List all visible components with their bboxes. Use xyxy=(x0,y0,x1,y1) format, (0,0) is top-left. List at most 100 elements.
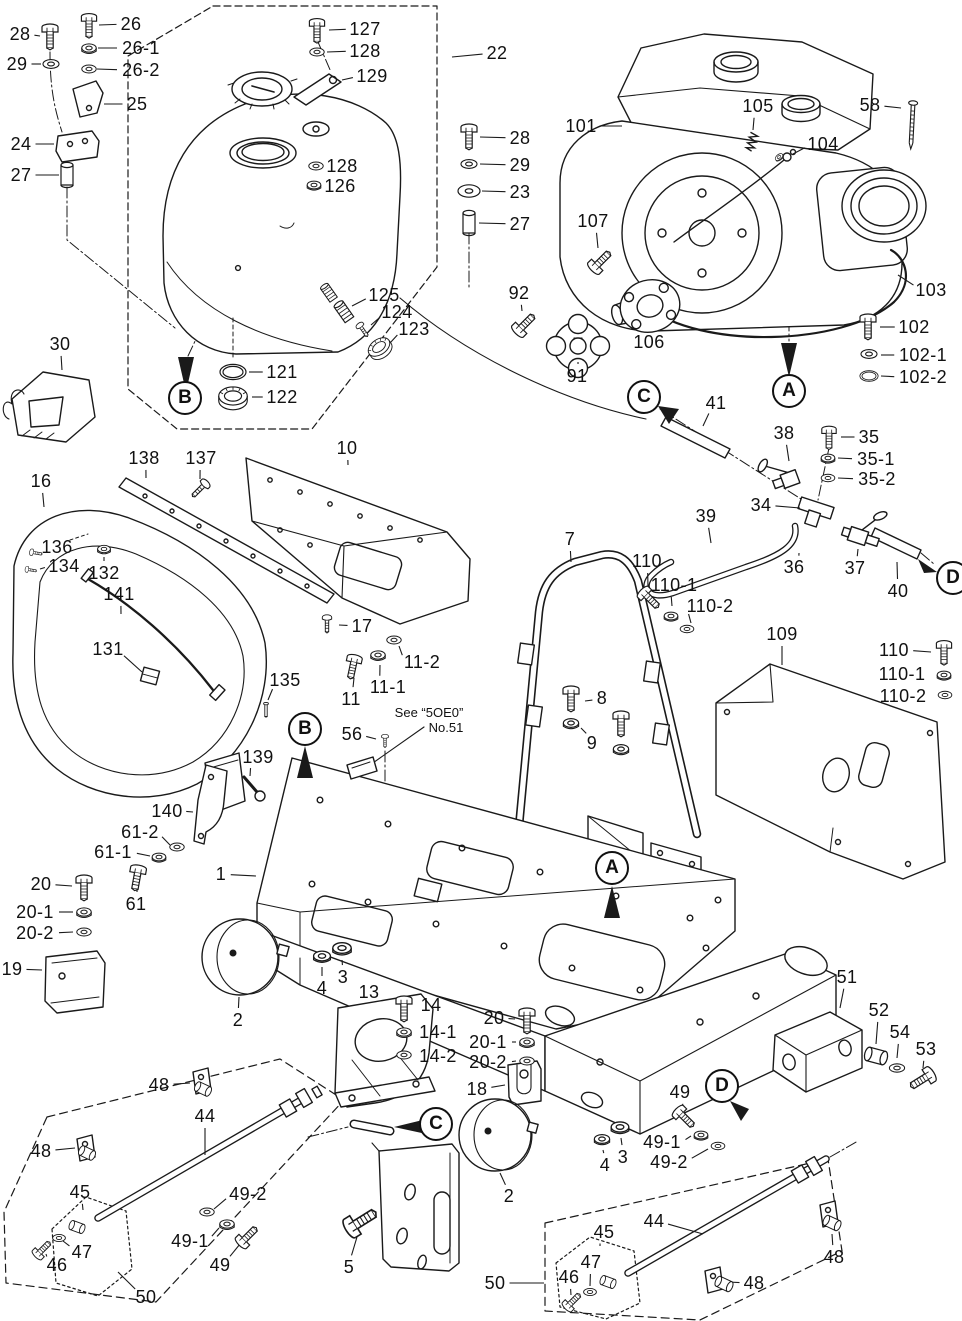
bolt-icon xyxy=(560,1289,585,1314)
bar-138 xyxy=(118,477,335,604)
bolt-icon xyxy=(821,425,837,450)
leader-23 xyxy=(481,190,506,193)
cover-109 xyxy=(715,663,946,880)
bolt-icon xyxy=(612,710,630,738)
leader-1 xyxy=(230,874,257,877)
part-label-128: 128 xyxy=(326,156,358,176)
leader-9 xyxy=(580,727,587,734)
damper-2-bottom xyxy=(458,1098,539,1172)
leader-139 xyxy=(249,768,252,777)
part-label-126: 126 xyxy=(324,176,356,196)
nut-icon xyxy=(593,1134,611,1146)
washer-icon xyxy=(937,690,953,700)
screw-icon xyxy=(381,733,389,748)
part-label-14-2: 14-2 xyxy=(419,1046,457,1066)
leader-2 xyxy=(499,1172,506,1186)
leader-7 xyxy=(569,550,572,563)
part-label-106: 106 xyxy=(633,332,665,352)
leader-40 xyxy=(896,561,899,580)
dashed-box-bottom-left xyxy=(3,1058,345,1303)
part-label-110-1: 110-1 xyxy=(650,575,698,595)
part-label-27: 27 xyxy=(10,165,32,185)
bolt-icon xyxy=(859,313,877,341)
see-note-plate xyxy=(346,726,425,780)
part-label-49: 49 xyxy=(209,1255,231,1275)
leader-61-1 xyxy=(136,852,151,857)
leader-51 xyxy=(839,988,845,1009)
part-label-48: 48 xyxy=(743,1273,765,1293)
part-label-26-1: 26-1 xyxy=(122,38,160,58)
part-label-103: 103 xyxy=(915,280,947,300)
part-label-131: 131 xyxy=(92,639,124,659)
part-label-35-1: 35-1 xyxy=(857,449,895,469)
part-label-36: 36 xyxy=(783,557,805,577)
part-label-20: 20 xyxy=(30,874,52,894)
part-label-7: 7 xyxy=(564,529,576,549)
leader-18 xyxy=(491,1084,506,1088)
washer-icon xyxy=(710,1141,726,1151)
part-label-18: 18 xyxy=(466,1079,488,1099)
leader-26 xyxy=(98,23,117,26)
washer-icon xyxy=(169,842,185,852)
part-label-19: 19 xyxy=(1,959,23,979)
washer-icon xyxy=(860,349,878,359)
nut-icon xyxy=(312,950,332,963)
washer-icon xyxy=(386,635,402,645)
part-label-50: 50 xyxy=(484,1273,506,1293)
nut-icon xyxy=(76,907,92,918)
leader-110 xyxy=(913,650,932,653)
part-label-137: 137 xyxy=(185,448,217,468)
part-label-11-1: 11-1 xyxy=(369,677,407,697)
part-label-20-2: 20-2 xyxy=(16,923,54,943)
bolt-icon xyxy=(935,640,953,666)
part-label-61: 61 xyxy=(125,894,147,914)
leader-123 xyxy=(389,334,398,344)
part-label-49-2: 49-2 xyxy=(229,1184,267,1204)
leader-135 xyxy=(267,688,274,701)
washer-icon xyxy=(309,47,325,57)
part-label-129: 129 xyxy=(356,66,388,86)
part-label-3: 3 xyxy=(337,967,349,987)
cap-icon xyxy=(364,333,396,364)
leader-30 xyxy=(60,355,63,371)
coupling-91 xyxy=(545,313,611,379)
part-label-16: 16 xyxy=(30,471,52,491)
part-label-20-2: 20-2 xyxy=(469,1052,507,1072)
leader-50 xyxy=(117,1271,136,1290)
leader-2 xyxy=(237,996,240,1009)
part-label-41: 41 xyxy=(705,393,727,413)
part-label-29: 29 xyxy=(509,155,531,175)
bolt-icon xyxy=(75,874,93,902)
part-label-102-1: 102-1 xyxy=(898,345,948,365)
bush-icon xyxy=(598,1274,618,1290)
bigwasher-icon xyxy=(457,184,481,198)
nut-icon xyxy=(519,1037,535,1048)
part-label-47: 47 xyxy=(580,1252,602,1272)
part-label-102-2: 102-2 xyxy=(898,367,948,387)
leader-48 xyxy=(173,1082,191,1085)
leader-58 xyxy=(884,105,902,109)
leader-37 xyxy=(856,548,859,557)
part-label-105: 105 xyxy=(742,96,774,116)
leader-8 xyxy=(584,699,593,702)
part-label-48: 48 xyxy=(148,1075,170,1095)
part-label-25: 25 xyxy=(126,94,148,114)
leader-102-2 xyxy=(880,375,895,378)
pin-139 xyxy=(242,775,266,802)
part-label-101: 101 xyxy=(565,116,597,136)
leader-26-2 xyxy=(96,68,118,71)
view-label-D: D xyxy=(936,561,962,595)
part-label-9: 9 xyxy=(586,733,598,753)
oring-icon xyxy=(859,370,879,382)
bolt-icon xyxy=(905,1064,939,1095)
leader-107 xyxy=(595,232,599,249)
part-label-28: 28 xyxy=(9,24,31,44)
block-51 xyxy=(772,1011,863,1093)
see-reference-note: See “5OE0” No.51 xyxy=(395,705,464,736)
view-label-A: A xyxy=(772,374,806,408)
part-label-140: 140 xyxy=(151,801,183,821)
leader-125 xyxy=(351,298,367,307)
nut-icon xyxy=(693,1130,709,1141)
leader-28 xyxy=(34,34,41,37)
leader-48 xyxy=(55,1147,76,1151)
